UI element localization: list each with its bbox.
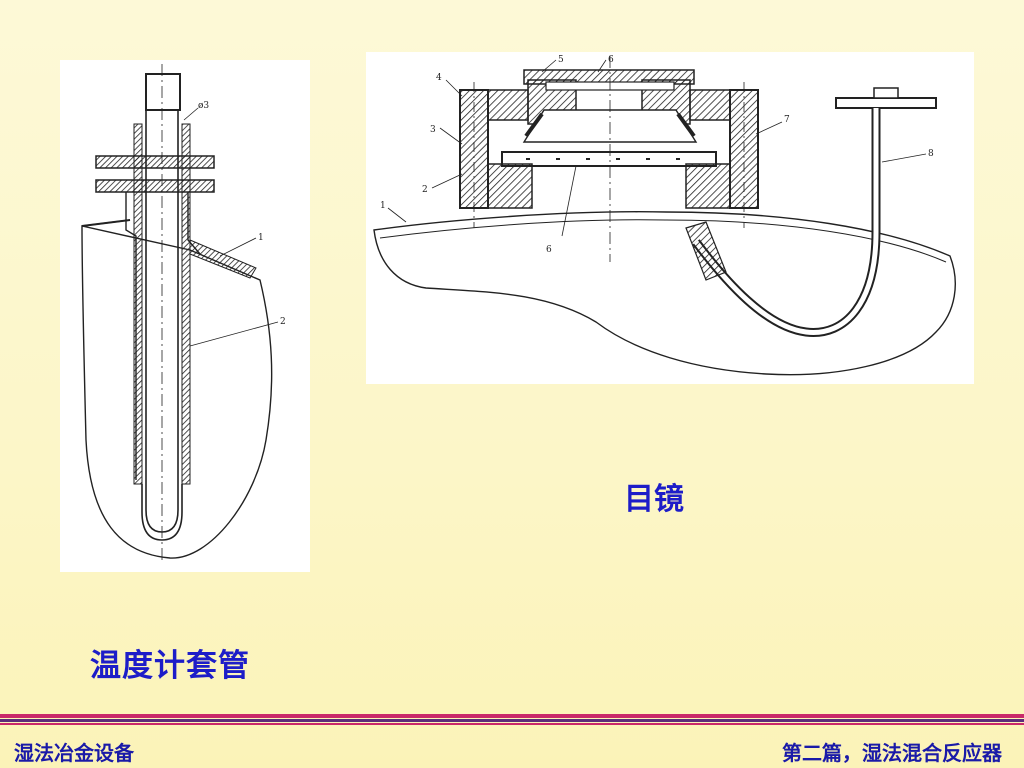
pipe-flange (835, 97, 937, 109)
thermowell-drawing: ø3 1 2 (81, 64, 286, 560)
sleeve-wall-right (181, 123, 191, 485)
sleeve-wall-left (133, 123, 143, 485)
label-1: 1 (258, 233, 264, 243)
footer-chapter-title: 第二篇，湿法混合反应器 (782, 741, 1002, 765)
label-2: 2 (280, 317, 286, 327)
lower-flange (95, 179, 215, 193)
label-8: 8 (928, 149, 934, 159)
top-stub (145, 73, 181, 111)
thermowell-caption: 温度计套管 (90, 648, 250, 684)
label-4: 4 (436, 73, 442, 83)
label-3: 3 (430, 125, 436, 135)
footer-rule-bottom (0, 723, 1024, 725)
upper-flange (95, 155, 215, 169)
footer-rule-middle (0, 719, 1024, 722)
label-phi3: ø3 (198, 101, 209, 111)
label-2: 2 (422, 185, 428, 195)
vessel-shell (373, 211, 956, 376)
footer-rule-top (0, 714, 1024, 718)
label-6-top: 6 (608, 55, 614, 65)
label-5: 5 (558, 55, 564, 65)
sight-glass-caption: 目镜 (624, 482, 684, 517)
sight-glass-drawing-panel: 5 6 4 3 7 2 1 6 8 (366, 52, 974, 384)
thermowell-drawing-panel: ø3 1 2 (60, 60, 310, 572)
label-1: 1 (380, 201, 386, 211)
footer-course-title: 湿法冶金设备 (14, 741, 134, 765)
label-7: 7 (784, 115, 790, 125)
spray-pipe (692, 108, 881, 337)
label-6-bottom: 6 (546, 245, 552, 255)
glass-plate (501, 151, 717, 167)
sight-glass-drawing: 5 6 4 3 7 2 1 6 8 (373, 55, 956, 376)
